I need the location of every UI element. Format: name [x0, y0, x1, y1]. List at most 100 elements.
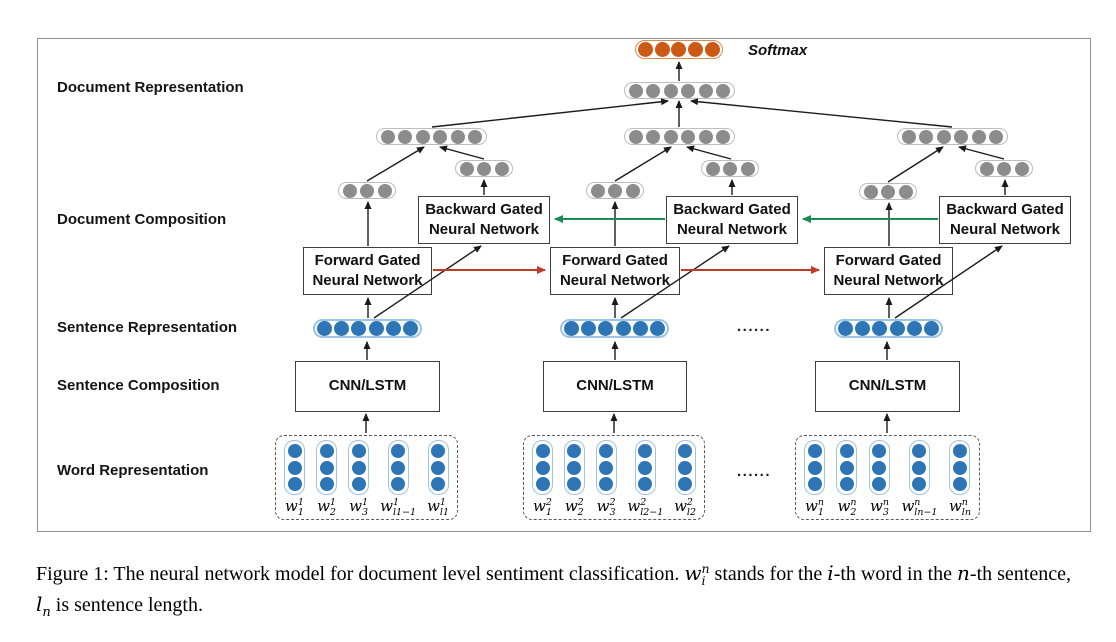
unit-circle — [625, 183, 640, 198]
unit-circle — [638, 443, 653, 458]
backward-gnn-box-1: Backward Gated Neural Network — [418, 196, 550, 244]
unit-circle — [431, 477, 446, 492]
forward-gnn-box-2: Forward Gated Neural Network — [550, 247, 680, 295]
word-vector-capsule — [563, 440, 585, 495]
layer-label-word-representation: Word Representation — [57, 462, 209, 479]
unit-circle — [863, 184, 878, 199]
unit-circle — [334, 321, 350, 336]
unit-circle — [952, 460, 967, 475]
unit-circle — [535, 477, 550, 492]
unit-circle — [952, 477, 967, 492]
unit-circle — [1014, 161, 1029, 176]
unit-circle — [919, 129, 934, 144]
unit-circle — [681, 129, 696, 144]
unit-circle — [839, 477, 854, 492]
backward-gnn-box-2: Backward Gated Neural Network — [666, 196, 798, 244]
unit-circle — [663, 129, 678, 144]
unit-circle — [431, 443, 446, 458]
unit-circle — [716, 129, 731, 144]
unit-circle — [678, 477, 693, 492]
unit-circle — [351, 477, 366, 492]
unit-circle — [954, 129, 969, 144]
unit-circle — [872, 321, 888, 336]
unit-circle — [351, 321, 367, 336]
unit-circle — [654, 42, 670, 57]
softmax-label: Softmax — [748, 42, 808, 59]
figure-caption: Figure 1: The neural network model for d… — [36, 560, 1071, 620]
unit-circle — [912, 477, 927, 492]
unit-circle — [468, 129, 483, 144]
backward-state-capsule-1 — [455, 160, 513, 177]
unit-circle — [459, 161, 474, 176]
word-vector-capsule — [348, 440, 370, 495]
layer-label-sentence-composition: Sentence Composition — [57, 377, 220, 394]
word-vector-capsule — [427, 440, 449, 495]
unit-circle — [599, 443, 614, 458]
unit-circle — [380, 129, 395, 144]
caption-text: Figure 1: The neural network model for d… — [36, 563, 685, 585]
layer-label-document-representation: Document Representation — [57, 79, 244, 96]
backward-state-capsule-2 — [701, 160, 759, 177]
unit-circle — [564, 321, 580, 336]
unit-circle — [807, 443, 822, 458]
word-vector-capsule — [804, 440, 825, 495]
unit-circle — [663, 83, 678, 98]
unit-circle — [923, 321, 939, 336]
word-vector-capsule — [634, 440, 656, 495]
word-vector-capsule — [949, 440, 971, 495]
word-vector-capsule — [316, 440, 338, 495]
unit-circle — [368, 321, 384, 336]
unit-circle — [598, 321, 614, 336]
word-vector-capsule — [387, 440, 409, 495]
unit-circle — [535, 443, 550, 458]
unit-circle — [342, 183, 357, 198]
unit-circle — [494, 161, 509, 176]
unit-circle — [433, 129, 448, 144]
unit-circle — [632, 321, 648, 336]
unit-circle — [649, 321, 665, 336]
word-vector-capsule — [836, 440, 858, 495]
word-vector-capsule — [284, 440, 305, 495]
unit-circle — [391, 460, 406, 475]
unit-circle — [872, 477, 887, 492]
sentence-annotation-capsule-2 — [624, 128, 735, 145]
forward-state-capsule-1 — [338, 182, 396, 199]
softmax-output-capsule — [635, 40, 723, 59]
unit-circle — [638, 477, 653, 492]
unit-circle — [567, 477, 582, 492]
unit-circle — [637, 42, 653, 57]
unit-circle — [901, 129, 916, 144]
unit-circle — [979, 161, 994, 176]
unit-circle — [477, 161, 491, 176]
unit-circle — [628, 129, 643, 144]
unit-circle — [351, 443, 366, 458]
unit-circle — [351, 460, 366, 475]
unit-circle — [906, 321, 922, 336]
unit-circle — [581, 321, 597, 336]
unit-circle — [398, 129, 413, 144]
unit-circle — [898, 184, 913, 199]
backward-state-capsule-3 — [975, 160, 1033, 177]
unit-circle — [535, 460, 550, 475]
unit-circle — [705, 161, 720, 176]
